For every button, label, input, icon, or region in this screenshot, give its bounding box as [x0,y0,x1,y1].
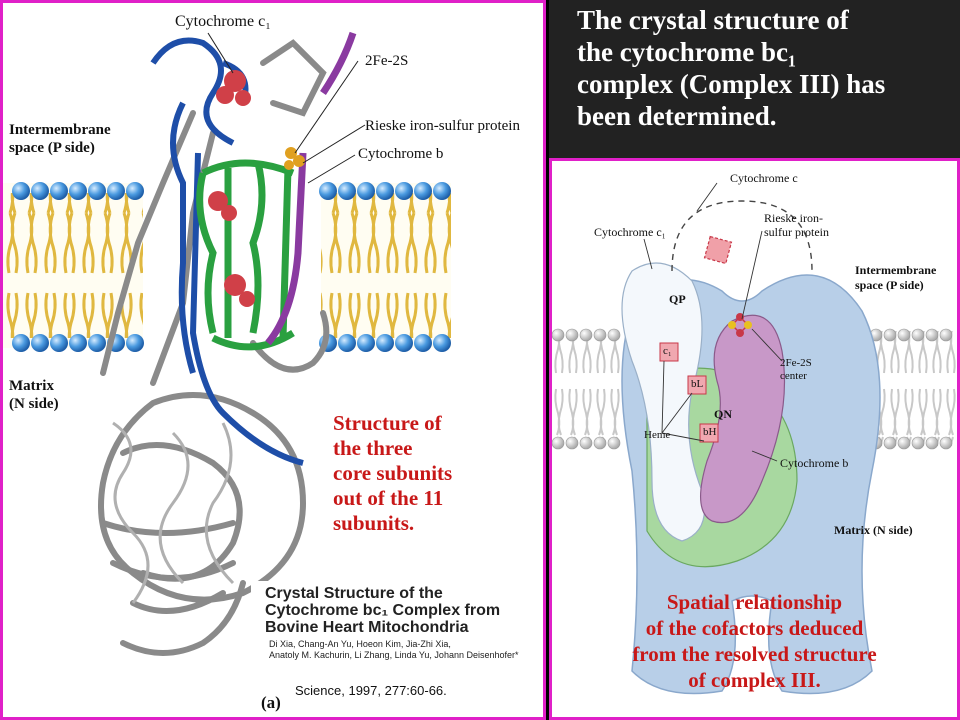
label-heme-bh: bH [703,426,717,438]
gray-protein-detail [112,421,235,604]
figure-letter: (a) [261,693,281,712]
title-line-1: The crystal structure of [577,5,849,35]
rieske-protein-domain [699,314,786,524]
slide-title: The crystal structure of the cytochrome … [549,0,960,158]
paper-title-clipping: Crystal Structure of the Cytochrome bc₁ … [251,581,527,677]
membrane-bilayer-left [3,182,144,352]
label-rieske-protein: Rieske iron-sulfur protein [365,118,520,134]
left-structure-panel: Cytochrome c₁ 2Fe-2S Rieske iron-sulfur … [0,0,546,720]
cytochrome-c-outline [671,200,813,272]
label-leader-lines [207,32,366,184]
label-matrix-side: Matrix (N side) [834,523,913,537]
label-2fe-2s-center: 2Fe-2S center [780,357,812,382]
label-cytochrome-b: Cytochrome b [358,146,444,162]
label-intermembrane-space: Intermembrane space (P side) [855,263,937,292]
title-line-4: been determined. [577,101,777,131]
ribbon-structure-illustration [3,31,451,656]
cytochrome-c-heme [703,235,733,265]
title-line-2: the cytochrome bc₁ [577,37,797,67]
rieske-protein-ribbon [265,31,357,346]
label-heme-bl: bL [691,378,704,390]
label-matrix-side: Matrix (N side) [9,378,59,412]
label-intermembrane-space: Intermembrane space (P side) [9,122,111,156]
iron-sulfur-cluster [284,147,305,170]
fes-cluster [728,313,752,337]
cytochrome-c1-ribbon [150,37,304,466]
label-cytochrome-c1: Cytochrome c₁ [175,13,271,30]
label-rieske-protein: Rieske iron- sulfur protein [764,211,829,239]
label-2fe-2s: 2Fe-2S [365,53,409,69]
complex-iii-schematic [552,182,957,695]
label-cytochrome-c1: Cytochrome c₁ [594,225,666,239]
heme-groups [208,70,255,307]
paper-authors: Di Xia, Chang-An Yu, Hoeon Kim, Jia-Zhi … [269,639,519,660]
label-qp: QP [669,292,686,306]
right-caption: Spatial relationship of the cofactors de… [632,590,877,692]
cytochrome-b-ribbon [196,159,295,351]
label-cytochrome-b: Cytochrome b [780,456,849,470]
paper-title: Crystal Structure of the Cytochrome bc₁ … [265,585,501,636]
label-heme-c1: c₁ [663,345,672,357]
label-heme: Heme [644,429,671,441]
citation: Science, 1997, 277:60-66. [295,683,447,698]
right-schematic-panel: Cytochrome c Cytochrome c₁ Rieske iron- … [549,158,960,720]
label-cytochrome-c: Cytochrome c [730,171,798,185]
title-line-3: complex (Complex III) has [577,69,886,99]
membrane-bilayer-right [319,182,451,352]
schematic-leader-lines [643,182,783,462]
left-caption: Structure of the three core subunits out… [333,411,453,535]
label-qn: QN [714,407,732,421]
heme-boxes [659,342,719,443]
